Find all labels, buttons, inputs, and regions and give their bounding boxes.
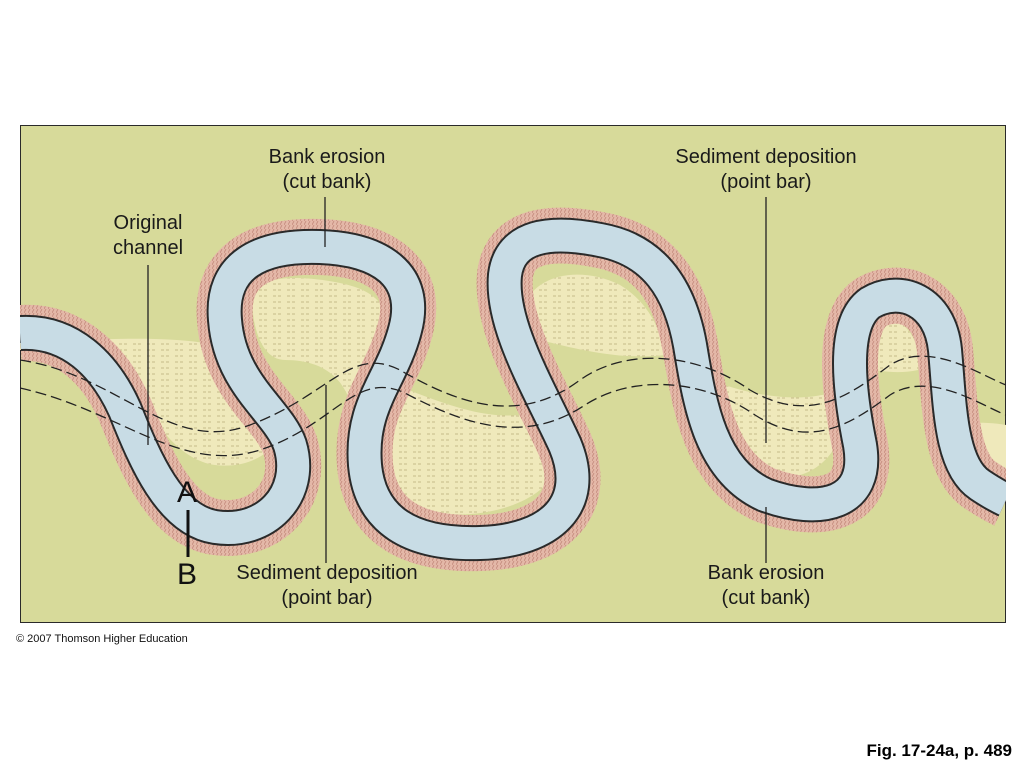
label-line: Original (113, 212, 183, 234)
label-line: (point bar) (281, 587, 373, 609)
label-line: channel (112, 237, 184, 259)
diagram-canvas (20, 125, 1006, 623)
label-line: Bank erosion (268, 146, 386, 168)
copyright-notice: © 2007 Thomson Higher Education (16, 633, 188, 645)
label-point-a: A (177, 476, 198, 509)
label-original-channel: Original channel (96, 211, 200, 261)
label-bank-erosion-top: Bank erosion (cut bank) (252, 145, 402, 195)
original-channel-lines (20, 355, 1006, 457)
meander-diagram: Bank erosion (cut bank) Original channel… (20, 125, 1006, 623)
label-point-b: B (177, 558, 198, 591)
figure-reference: Fig. 17-24a, p. 489 (866, 741, 1012, 760)
label-line: (point bar) (720, 171, 812, 193)
label-sediment-deposition-bottom: Sediment deposition (point bar) (216, 561, 438, 611)
label-line: (cut bank) (721, 587, 811, 609)
river-channel (20, 219, 1006, 560)
leader-lines (147, 197, 767, 563)
label-bank-erosion-bottom: Bank erosion (cut bank) (691, 561, 841, 611)
label-sediment-deposition-top: Sediment deposition (point bar) (656, 145, 876, 195)
label-line: Sediment deposition (236, 562, 418, 584)
label-line: Bank erosion (707, 562, 825, 584)
label-line: (cut bank) (282, 171, 372, 193)
label-line: Sediment deposition (675, 146, 857, 168)
